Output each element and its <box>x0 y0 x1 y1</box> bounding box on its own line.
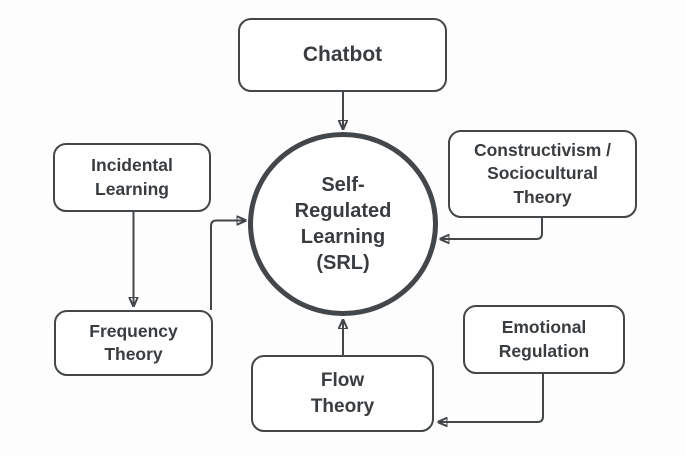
node-srl-label-line1: Self- <box>321 174 365 196</box>
node-constructivism-sociocultural-theory: Constructivism / Sociocultural Theory <box>448 130 637 218</box>
node-constructivism-label-line3: Theory <box>513 186 572 207</box>
node-incidental-label-line2: Learning <box>95 178 169 199</box>
node-srl-label-line3: Learning <box>300 226 386 248</box>
node-flow-label-line2: Theory <box>310 395 375 417</box>
node-constructivism-label-line2: Sociocultural <box>487 163 598 184</box>
node-self-regulated-learning: Self- Regulated Learning (SRL) <box>248 132 438 316</box>
node-chatbot: Chatbot <box>238 18 447 92</box>
edge-emotional-flow <box>439 374 544 422</box>
node-incidental-learning: Incidental Learning <box>53 143 211 212</box>
node-frequency-label-line1: Frequency <box>89 320 178 341</box>
edge-frequency-srl <box>210 221 246 310</box>
node-srl-label-line4: (SRL) <box>316 252 370 274</box>
node-emotional-regulation: Emotional Regulation <box>463 305 625 374</box>
node-frequency-label-line2: Theory <box>104 344 163 364</box>
node-emotional-label-line2: Regulation <box>498 340 590 361</box>
node-frequency-theory: Frequency Theory <box>54 310 213 376</box>
node-srl-label-line2: Regulated <box>294 200 392 222</box>
edge-constructivism-srl <box>441 218 543 239</box>
node-flow-theory: Flow Theory <box>251 355 434 432</box>
node-constructivism-label-line1: Constructivism / <box>473 140 612 161</box>
node-flow-label-line1: Flow <box>320 370 365 392</box>
node-emotional-label-line1: Emotional <box>501 317 587 338</box>
node-chatbot-label: Chatbot <box>302 43 383 67</box>
node-incidental-label-line1: Incidental <box>91 155 173 176</box>
